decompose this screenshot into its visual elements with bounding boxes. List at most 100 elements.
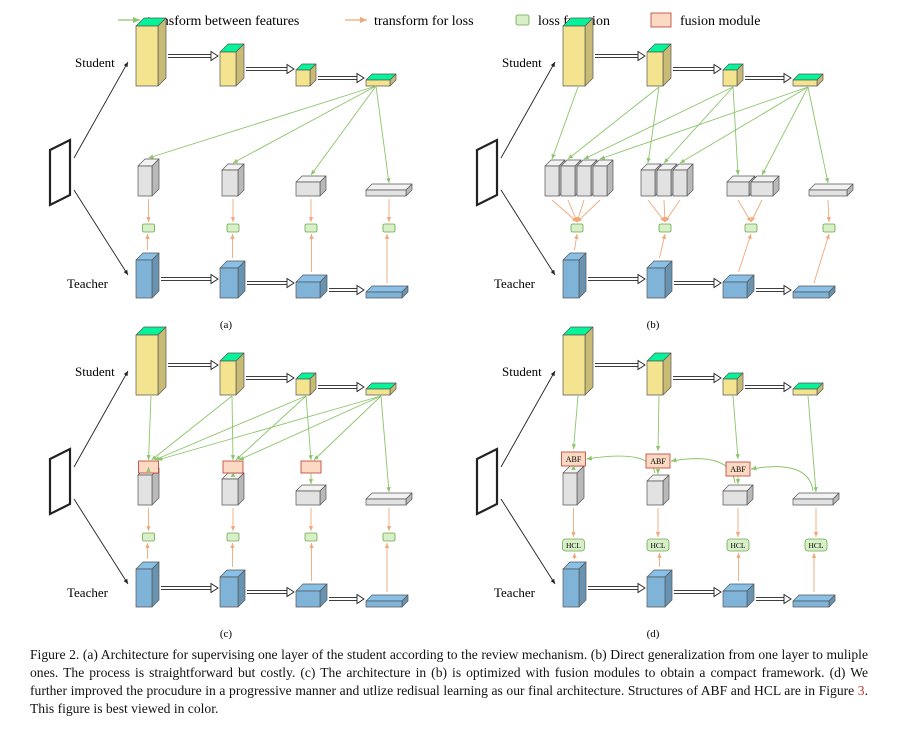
feature-to-fusion-arrow xyxy=(235,395,307,461)
abf-module-1: ABF xyxy=(561,451,586,467)
feature-transform-arrow xyxy=(583,86,734,160)
teacher-flow-arrow xyxy=(756,593,792,605)
feature-transform-arrow xyxy=(567,86,660,160)
svg-text:HCL: HCL xyxy=(651,541,666,550)
fusion-module-2 xyxy=(222,460,244,474)
teacher-feature-1 xyxy=(135,561,160,608)
teacher-feature-1 xyxy=(562,252,587,299)
student-flow-arrow xyxy=(246,372,295,384)
legend-loss-box xyxy=(515,14,530,26)
legend-fusion-label: fusion module xyxy=(680,14,761,29)
loss-transform-arrow xyxy=(574,233,579,251)
feature-transform-arrow xyxy=(375,85,391,184)
student-feature-3 xyxy=(722,63,744,87)
student-to-abf-arrow xyxy=(732,395,740,460)
student-flow-arrow xyxy=(318,72,365,84)
svg-text:ABF: ABF xyxy=(566,455,582,464)
student-feature-1 xyxy=(135,326,167,396)
loss-transform-arrow xyxy=(813,233,830,284)
teacher-label: Teacher xyxy=(494,276,536,291)
residual-connection-arrow xyxy=(586,455,656,474)
transformed-feature-1 xyxy=(137,467,160,506)
teacher-flow-arrow xyxy=(756,284,792,296)
student-feature-1 xyxy=(562,326,594,396)
student-label: Student xyxy=(75,55,115,70)
fusion-module-3 xyxy=(300,460,322,474)
input-image-icon xyxy=(475,138,499,207)
svg-text:ABF: ABF xyxy=(650,457,666,466)
loss-transform-arrow xyxy=(659,233,667,259)
figure-reference-link[interactable]: 3 xyxy=(857,683,865,698)
student-label: Student xyxy=(502,55,542,70)
svg-text:HCL: HCL xyxy=(809,541,824,550)
student-flow-arrow xyxy=(595,359,646,371)
input-to-teacher-arrow xyxy=(73,189,129,276)
input-image-icon xyxy=(475,447,499,516)
legend-feature-label: transform between features xyxy=(147,14,299,29)
teacher-feature-4 xyxy=(365,285,409,299)
student-flow-arrow xyxy=(318,381,365,393)
input-to-teacher-arrow xyxy=(500,189,556,276)
loss-transform-arrow xyxy=(567,199,578,223)
student-feature-3 xyxy=(295,63,317,87)
input-to-student-arrow xyxy=(500,61,556,159)
student-feature-2 xyxy=(219,43,245,87)
feature-transform-arrow xyxy=(551,86,579,160)
input-to-teacher-arrow xyxy=(500,498,556,585)
feature-to-fusion-arrow xyxy=(146,395,152,461)
feature-transform-arrow xyxy=(599,86,809,160)
loss-transform-arrow xyxy=(662,199,667,223)
teacher-flow-arrow xyxy=(588,273,646,285)
input-image-icon xyxy=(48,138,72,207)
teacher-feature-2 xyxy=(646,569,673,608)
feature-transform-arrow xyxy=(232,85,377,164)
teacher-flow-arrow xyxy=(329,593,365,605)
expanded-feature-4-1 xyxy=(808,183,854,197)
hcl-loss-4: HCL xyxy=(804,538,828,552)
student-label: Student xyxy=(502,364,542,379)
loss-function-1 xyxy=(570,223,584,233)
teacher-feature-1 xyxy=(562,561,587,608)
student-feature-4 xyxy=(365,73,397,87)
loss-transform-arrow xyxy=(664,199,681,223)
loss-function-3 xyxy=(304,532,318,542)
hcl-loss-3: HCL xyxy=(726,538,750,552)
loss-transform-arrow xyxy=(737,199,752,223)
loss-function-3 xyxy=(744,223,758,233)
teacher-feature-3 xyxy=(295,274,328,299)
loss-function-4 xyxy=(822,223,836,233)
residual-connection-arrow xyxy=(670,457,736,484)
svg-text:HCL: HCL xyxy=(566,541,581,550)
expanded-feature-2-3 xyxy=(672,163,694,197)
teacher-label: Teacher xyxy=(67,276,109,291)
teacher-feature-4 xyxy=(792,594,836,608)
residual-feature-1 xyxy=(562,465,585,506)
teacher-feature-1 xyxy=(135,252,160,299)
legend-loss-transform-label: transform for loss xyxy=(374,14,474,29)
teacher-feature-3 xyxy=(722,274,755,299)
loss-function-2 xyxy=(658,223,672,233)
teacher-flow-arrow xyxy=(674,277,722,289)
feature-to-fusion-arrow xyxy=(313,395,382,461)
input-image-icon xyxy=(48,447,72,516)
teacher-flow-arrow xyxy=(161,582,219,594)
teacher-feature-2 xyxy=(219,260,246,299)
feature-transform-arrow xyxy=(679,86,809,164)
student-feature-4 xyxy=(792,73,824,87)
teacher-flow-arrow xyxy=(329,284,365,296)
teacher-feature-4 xyxy=(792,285,836,299)
feature-transform-arrow xyxy=(761,86,809,176)
student-feature-2 xyxy=(646,352,672,396)
feature-transform-arrow xyxy=(807,395,818,493)
teacher-label: Teacher xyxy=(494,585,536,600)
loss-function-1 xyxy=(142,223,155,233)
student-flow-arrow xyxy=(168,359,219,371)
abf-module-3: ABF xyxy=(725,461,751,477)
loss-transform-arrow xyxy=(576,199,601,223)
student-feature-3 xyxy=(722,372,744,396)
caption-text: Figure 2. (a) Architecture for supervisi… xyxy=(30,647,868,698)
student-flow-arrow xyxy=(673,63,722,75)
